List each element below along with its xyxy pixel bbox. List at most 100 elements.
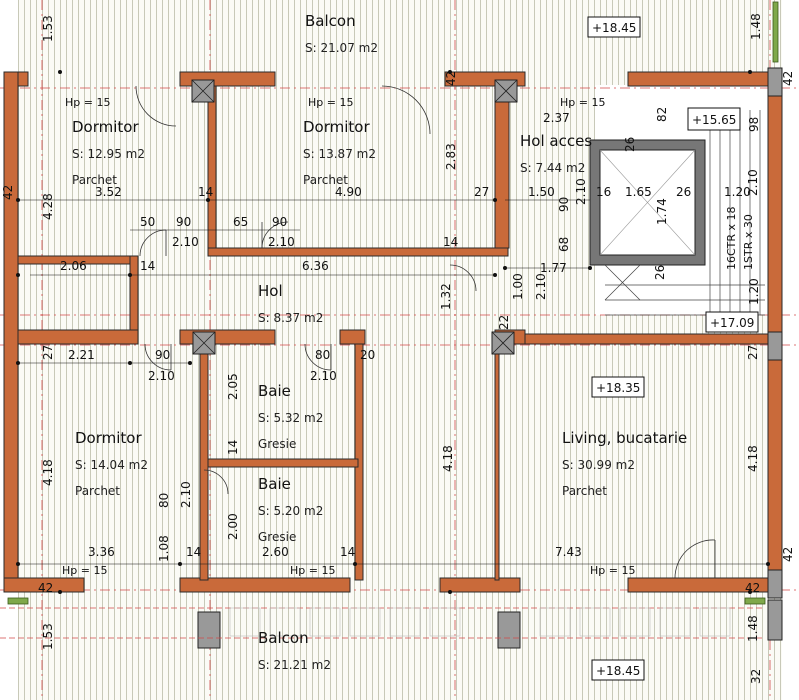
dim: 2.60 xyxy=(262,545,289,559)
level-stair-landing: +17.09 xyxy=(710,316,754,330)
dorm2-area: S: 13.87 m2 xyxy=(303,147,376,161)
dimension-lines xyxy=(18,199,768,565)
dim: 1.53 xyxy=(41,15,55,42)
living-name: Living, bucatarie xyxy=(562,429,687,447)
balcon-top-area: S: 21.07 m2 xyxy=(305,41,378,55)
baie1-name: Baie xyxy=(258,382,291,400)
dim: 90 xyxy=(557,197,571,212)
balcon-bottom-name: Balcon xyxy=(258,629,309,647)
dim: 26 xyxy=(623,137,637,152)
balcon-top-name: Balcon xyxy=(305,12,356,30)
dorm3-name: Dormitor xyxy=(75,429,142,447)
dim: 22 xyxy=(497,315,511,330)
dim: 14 xyxy=(186,545,201,559)
dim: 2.10 xyxy=(148,369,175,383)
dim: 42 xyxy=(745,581,760,595)
hp-labels: Hp = 15 Hp = 15 Hp = 15 Hp = 15 Hp = 15 … xyxy=(62,96,635,577)
balcony-railing xyxy=(0,607,765,639)
dim: 1.65 xyxy=(625,185,652,199)
hol-area: S: 8.37 m2 xyxy=(258,311,323,325)
dim: 98 xyxy=(747,117,761,132)
railing-boxes xyxy=(229,607,731,637)
dim: 2.00 xyxy=(226,513,240,540)
dim: 14 xyxy=(198,185,213,199)
hol-acces-area: S: 7.44 m2 xyxy=(520,161,585,175)
dim: 2.10 xyxy=(746,169,760,196)
dim: 7.43 xyxy=(555,545,582,559)
dim: 3.52 xyxy=(95,185,122,199)
dim: 50 xyxy=(140,215,155,229)
dim: 90 xyxy=(155,348,170,362)
dim: 20 xyxy=(360,348,375,362)
dim: 2.21 xyxy=(68,348,95,362)
baie2-area: S: 5.20 m2 xyxy=(258,504,323,518)
dim: 1.53 xyxy=(41,623,55,650)
hp-label: Hp = 15 xyxy=(62,564,107,577)
dorm2-name: Dormitor xyxy=(303,118,370,136)
dim: 4.18 xyxy=(746,445,760,472)
baie1-floor: Gresie xyxy=(258,437,296,451)
dim: 4.28 xyxy=(41,193,55,220)
stairs xyxy=(604,110,765,316)
dorm1-floor: Parchet xyxy=(72,173,117,187)
level-top-balcony: +18.45 xyxy=(592,21,636,35)
dimension-dots xyxy=(16,70,770,594)
dim: 65 xyxy=(233,215,248,229)
baie2-name: Baie xyxy=(258,475,291,493)
dim: 2.06 xyxy=(60,259,87,273)
dim: 90 xyxy=(176,215,191,229)
hp-label: Hp = 15 xyxy=(560,96,605,109)
hp-label: Hp = 15 xyxy=(65,96,110,109)
stair-steps-2: 1STR x 30 xyxy=(742,214,755,270)
dim: 27 xyxy=(746,345,760,360)
dim: 27 xyxy=(474,185,489,199)
dim: 14 xyxy=(140,259,155,273)
dim: 26 xyxy=(676,185,691,199)
dim: 32 xyxy=(749,669,763,684)
dim: 2.10 xyxy=(179,481,193,508)
dim: 4.18 xyxy=(441,445,455,472)
living-floor: Parchet xyxy=(562,484,607,498)
living-area: S: 30.99 m2 xyxy=(562,458,635,472)
dim: 2.10 xyxy=(574,178,588,205)
dimension-texts: 1.53 1.48 42 4.28 3.52 14 4.90 2.83 27 2… xyxy=(1,13,795,684)
hp-label: Hp = 15 xyxy=(308,96,353,109)
dim: 14 xyxy=(340,545,355,559)
column-crosses xyxy=(191,79,518,355)
dorm3-floor: Parchet xyxy=(75,484,120,498)
dim: 16 xyxy=(596,185,611,199)
dim: 42 xyxy=(781,547,795,562)
hol-acces-name: Hol acces xyxy=(520,132,592,150)
dim: 1.48 xyxy=(749,13,763,40)
dorm1-name: Dormitor xyxy=(72,118,139,136)
dim: 42 xyxy=(781,71,795,86)
balcon-bottom-area: S: 21.21 m2 xyxy=(258,658,331,672)
room-labels: Balcon S: 21.07 m2 Dormitor S: 12.95 m2 … xyxy=(72,12,687,672)
dim: 1.32 xyxy=(439,283,453,310)
dim: 1.74 xyxy=(655,198,669,225)
dim: 4.18 xyxy=(41,459,55,486)
level-living: +18.35 xyxy=(596,381,640,395)
dim: 68 xyxy=(557,237,571,252)
dim: 1.00 xyxy=(511,273,525,300)
stair-steps: 16CTR x 18 xyxy=(725,206,738,270)
lift-shaft xyxy=(589,139,706,266)
dim: 2.05 xyxy=(226,373,240,400)
dorm2-floor: Parchet xyxy=(303,173,348,187)
dim: 80 xyxy=(315,348,330,362)
dim: 4.90 xyxy=(335,185,362,199)
dim: 2.37 xyxy=(543,111,570,125)
dim: 1.20 xyxy=(724,185,751,199)
dim: 6.36 xyxy=(302,259,329,273)
dorm1-area: S: 12.95 m2 xyxy=(72,147,145,161)
dim: 2.83 xyxy=(444,143,458,170)
dim: 1.08 xyxy=(157,535,171,562)
dim: 1.50 xyxy=(528,185,555,199)
hol-name: Hol xyxy=(258,282,283,300)
baie2-floor: Gresie xyxy=(258,530,296,544)
dim: 14 xyxy=(443,235,458,249)
dim: 42 xyxy=(1,185,15,200)
dim: 2.10 xyxy=(310,369,337,383)
hp-label: Hp = 15 xyxy=(290,564,335,577)
